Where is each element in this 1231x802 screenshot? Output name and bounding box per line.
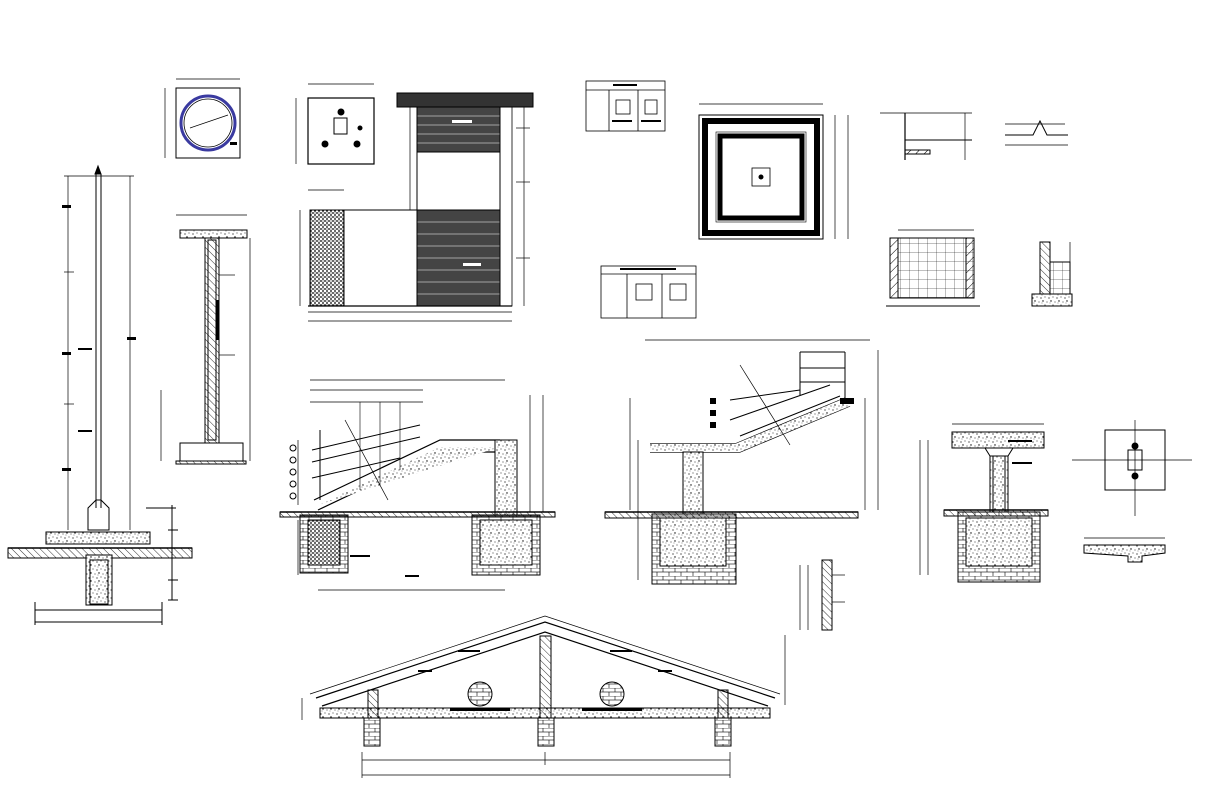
- square-pit-plan: [698, 103, 849, 240]
- column-with-slab-detail: [160, 214, 251, 465]
- edge-detail-left: [880, 112, 972, 160]
- legend-table-bottom: [600, 265, 697, 319]
- stair-section-right: [604, 339, 879, 585]
- slab-edge-detail: [1083, 537, 1166, 563]
- footing-plan-detail: [295, 83, 375, 165]
- brick-wall-elevation: [886, 229, 980, 307]
- small-column-detail: [799, 559, 845, 631]
- legend-table-top: [585, 80, 666, 132]
- stair-plan: [299, 92, 534, 322]
- column-footing-section: [919, 423, 1049, 583]
- ring-plan-detail: [164, 78, 241, 159]
- footing-plan-small: [1072, 420, 1192, 516]
- wall-section-small: [1031, 241, 1073, 307]
- roof-truss-section: [301, 615, 786, 778]
- stair-section-left: [279, 379, 556, 591]
- edge-detail-right: [1005, 119, 1068, 146]
- flag-pole-elevation: [7, 164, 193, 625]
